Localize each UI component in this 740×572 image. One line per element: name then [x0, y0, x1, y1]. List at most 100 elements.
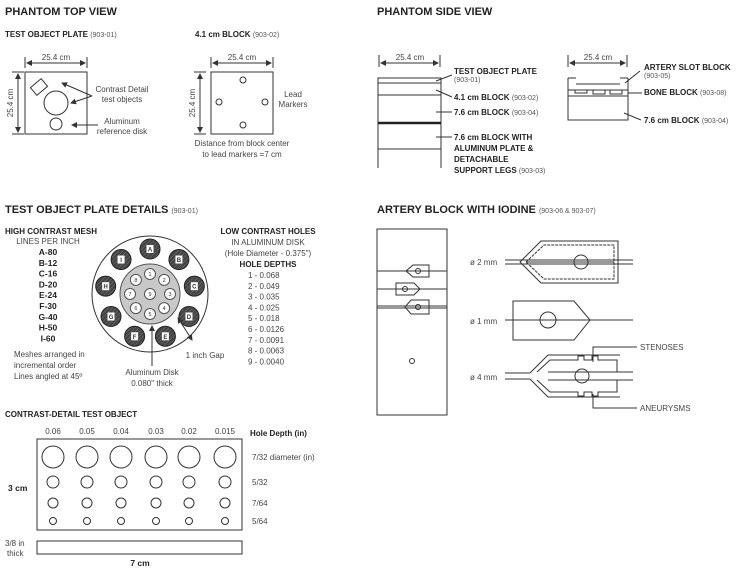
- contrast-label-2: test objects: [102, 95, 142, 104]
- depth-column-label: 0.04: [113, 427, 129, 436]
- contrast-hole: [41, 445, 65, 469]
- contrast-hole: [219, 497, 231, 509]
- diameter-4mm-label: ø 4 mm: [470, 373, 497, 382]
- block-top: 25.4 cm 25.4 cm Lead Markers Distance fr…: [188, 53, 307, 159]
- mesh-note-3: Lines angled at 45º: [14, 372, 82, 381]
- mesh-item: B-12: [39, 258, 58, 268]
- hole-number: 2: [163, 278, 166, 284]
- contrast-hole: [150, 497, 162, 509]
- low-contrast-hole: 7: [124, 288, 136, 300]
- contrast-hole: [213, 445, 237, 469]
- mesh-letter: H: [104, 285, 108, 291]
- depth-item: 9 - 0.0040: [248, 357, 285, 366]
- hole-number: 5: [148, 312, 151, 318]
- legs-label-4: SUPPORT LEGS (903-03): [454, 166, 545, 175]
- depth-item: 4 - 0.025: [248, 303, 280, 312]
- low-contrast-hole: 9: [144, 288, 156, 300]
- contrast-hole: [117, 517, 125, 525]
- diameter-row-label: 5/64: [252, 517, 268, 526]
- aluminum-reference-disk: [49, 117, 63, 131]
- artery-title: ARTERY BLOCK WITH IODINE (903-06 & 903-0…: [377, 204, 596, 216]
- hole-number: 6: [134, 306, 137, 312]
- mesh-item: E-24: [39, 290, 57, 300]
- diameter-1mm-label: ø 1 mm: [470, 317, 497, 326]
- hole-number: 8: [134, 278, 137, 284]
- thickness-label-2: thick: [7, 549, 24, 558]
- mesh-note-1: Meshes arranged in: [14, 350, 85, 359]
- mesh-circle: A: [139, 238, 161, 260]
- contrast-hole: [218, 475, 232, 489]
- disk-label: Aluminum Disk: [125, 368, 179, 377]
- lead-marker: [239, 76, 247, 84]
- low-contrast-hole: 6: [129, 302, 142, 315]
- contrast-hole: [47, 497, 59, 509]
- mesh-list: A-80B-12C-16D-20E-24F-30G-40H-50I-60: [39, 247, 58, 343]
- hole-number: 4: [163, 306, 166, 312]
- contrast-detail-object: [29, 77, 49, 97]
- side-plate-label: TEST OBJECT PLATE: [454, 67, 538, 76]
- lead-marker: [261, 98, 269, 106]
- contrast-hole: [49, 517, 57, 525]
- side-view-title: PHANTOM SIDE VIEW: [377, 6, 493, 18]
- side-width-dim: 25.4 cm: [396, 53, 425, 62]
- contrast-hole: [183, 497, 195, 509]
- mesh-item: G-40: [39, 312, 58, 322]
- contrast-hole: [109, 445, 133, 469]
- contrast-hole: [177, 445, 201, 469]
- contrast-hole: [182, 475, 196, 489]
- hole-number: 7: [128, 292, 131, 298]
- depth-column-label: 0.015: [215, 427, 236, 436]
- lead-marker: [239, 121, 247, 129]
- lead-label: Lead: [284, 90, 302, 99]
- height-label: 3 cm: [8, 483, 28, 493]
- low-contrast-hole: 2: [158, 273, 171, 286]
- mesh-item: I-60: [41, 333, 56, 343]
- hole-number: 3: [168, 292, 171, 298]
- side-plate-code: (903-01): [454, 77, 480, 84]
- artery-2mm: ø 2 mm: [470, 240, 633, 284]
- aneurysms-label: ANEURYSMS: [640, 404, 691, 413]
- block-height-dim: 25.4 cm: [188, 88, 197, 117]
- aluminum-label-2: reference disk: [97, 127, 148, 136]
- mesh-circle: B: [168, 249, 190, 271]
- artery-slot-code: (903-05): [644, 73, 670, 80]
- bone-block-label: BONE BLOCK (903-08): [644, 88, 726, 97]
- mesh-circle: F: [124, 325, 146, 347]
- contrast-detail-edge: [36, 540, 243, 555]
- low-contrast-hole: 8: [129, 273, 142, 286]
- depths-title: HOLE DEPTHS: [240, 260, 298, 269]
- contrast-detail-plate: [36, 438, 243, 531]
- contrast-hole: [149, 475, 163, 489]
- low-contrast-hole: 5: [144, 308, 156, 320]
- contrast-disk: [43, 90, 69, 116]
- diameter-2mm-label: ø 2 mm: [470, 258, 497, 267]
- distance-note-2: to lead markers =7 cm: [202, 150, 282, 159]
- diameter-row-label: 5/32: [252, 478, 268, 487]
- top-view-section: PHANTOM TOP VIEW TEST OBJECT PLATE (903-…: [5, 6, 307, 159]
- holes-sub: IN ALUMINUM DISK: [231, 238, 305, 247]
- disk-thickness: 0.080" thick: [131, 379, 174, 388]
- artery-section: ARTERY BLOCK WITH IODINE (903-06 & 903-0…: [376, 204, 691, 416]
- holes-diameter: (Hole Diameter - 0.375"): [225, 249, 312, 258]
- side-view-section: PHANTOM SIDE VIEW 25.4 cm TEST OBJECT PL…: [377, 6, 731, 175]
- plate-width-dim: 25.4 cm: [42, 53, 71, 62]
- contrast-hole: [75, 445, 99, 469]
- test-object-plate-top: 25.4 cm 25.4 cm Contrast Detail test obj…: [6, 53, 149, 136]
- mesh-letter: E: [163, 335, 167, 341]
- hole-number: 9: [148, 292, 151, 298]
- width-label: 7 cm: [130, 558, 150, 568]
- artery-4mm: ø 4 mm STENOSES ANEURYSMS: [470, 343, 691, 413]
- contrast-hole: [152, 517, 160, 525]
- top-view-title: PHANTOM TOP VIEW: [5, 6, 117, 18]
- low-contrast-hole: 4: [158, 302, 171, 315]
- contrast-hole: [80, 475, 94, 489]
- legs-label-1: 7.6 cm BLOCK WITH: [454, 133, 532, 142]
- depth-item: 2 - 0.049: [248, 282, 280, 291]
- mesh-letter: F: [133, 335, 137, 341]
- mesh-letter: D: [187, 315, 192, 321]
- side-block41-label: 4.1 cm BLOCK (903-02): [454, 93, 538, 102]
- mesh-item: F-30: [39, 301, 57, 311]
- lead-label-2: Markers: [279, 100, 308, 109]
